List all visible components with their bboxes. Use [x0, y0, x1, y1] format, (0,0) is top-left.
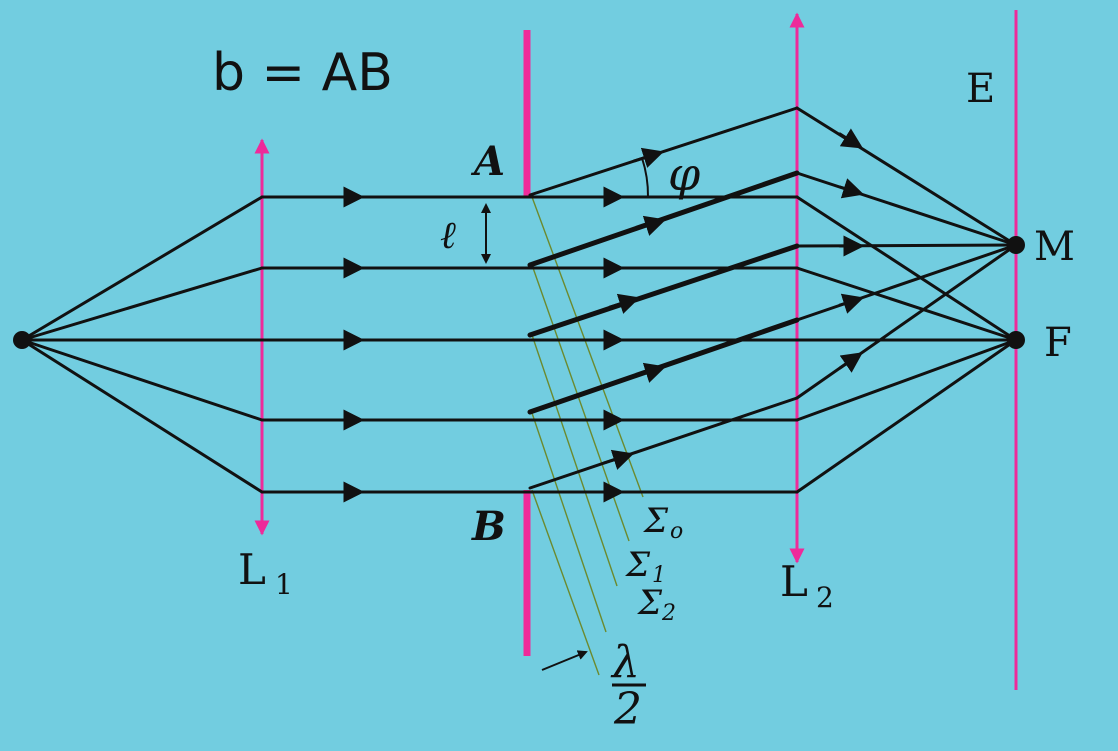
label-lambda-den: 2: [613, 684, 642, 735]
rays-to-focus-f: [795, 195, 1018, 494]
formula-b-equals-ab: b = AB: [212, 43, 393, 103]
label-f: F: [1044, 320, 1072, 366]
label-l2-sub: 2: [816, 581, 834, 614]
label-sigma2-sub: 2: [661, 601, 676, 626]
label-a: A: [470, 138, 505, 185]
lambda-pointer-arrow: [541, 650, 588, 671]
label-l: ℓ: [440, 213, 456, 257]
point-source: [13, 331, 31, 349]
label-l1-main: L: [238, 545, 266, 594]
label-l2-main: L: [780, 557, 808, 606]
label-phi: φ: [668, 147, 701, 201]
label-e: E: [966, 66, 995, 112]
label-m: M: [1034, 224, 1075, 270]
angle-phi-arc: [641, 157, 650, 198]
diffracted-rays: [527, 106, 1018, 490]
label-sigma1: Σ: [624, 545, 651, 585]
label-b: B: [471, 503, 506, 550]
label-l1-sub: 1: [275, 568, 293, 601]
label-sigma2: Σ: [636, 583, 663, 623]
wavefront-lines: [531, 196, 644, 676]
point-f: [1007, 331, 1025, 349]
label-sigma0-sub: o: [670, 519, 683, 544]
label-sigma0: Σ: [642, 501, 669, 541]
label-sigma1-sub: 1: [652, 563, 666, 588]
label-lambda: λ: [610, 637, 640, 688]
incident-rays: [20, 186, 1018, 503]
point-m: [1007, 236, 1025, 254]
